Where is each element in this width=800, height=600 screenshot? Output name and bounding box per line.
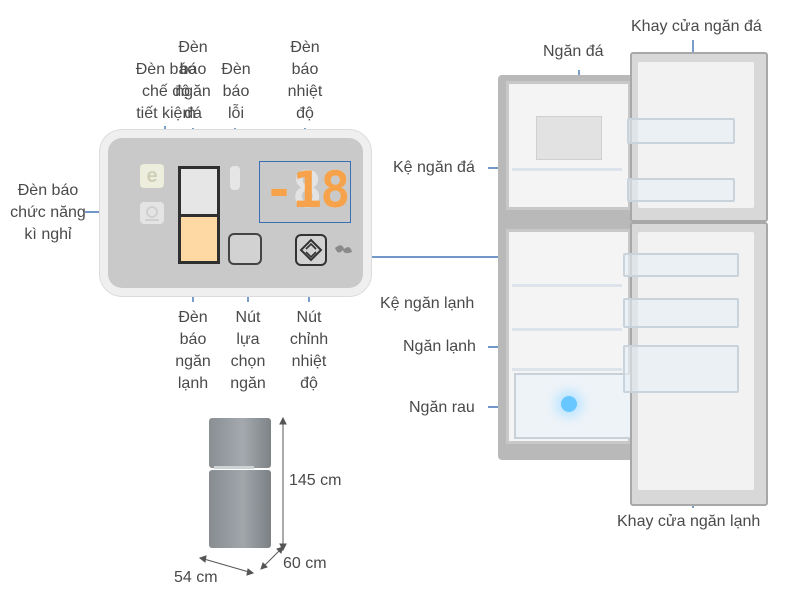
mini-fridge-top	[209, 418, 271, 468]
label-select-button: Nút lựa chọn ngăn	[230, 309, 266, 392]
freezer-cavity	[506, 81, 631, 210]
fridge-door-tray-2	[623, 298, 739, 328]
fridge-door-tray-1	[623, 253, 739, 277]
freezer-door-tray-1	[627, 118, 735, 144]
temperature-adjust-button[interactable]	[295, 234, 327, 266]
dimension-width: 54 cm	[174, 569, 218, 586]
label-freezer: Ngăn đá	[543, 43, 604, 60]
freezer-shelf	[512, 168, 622, 171]
freezer-door-tray-2	[627, 178, 735, 202]
label-error-indicator: Đèn báo lỗi	[221, 61, 251, 122]
label-ice-indicator: Đèn báo ngăn đá	[175, 39, 211, 122]
indicator-divider	[178, 214, 220, 217]
freezer-fan-cover	[536, 116, 602, 160]
label-temp-indicator: Đèn báo nhiệt độ	[287, 39, 323, 122]
holiday-icon	[145, 206, 159, 221]
fridge-compartment-led	[178, 217, 220, 264]
holiday-mode-led	[140, 202, 164, 224]
label-vegetable-drawer: Ngăn rau	[409, 399, 475, 416]
up-down-arrow-icon	[299, 238, 323, 262]
label-holiday-mode: Đèn báo chức năng kì nghỉ	[10, 182, 86, 243]
digit-ghost: -88	[264, 161, 350, 219]
label-freezer-shelf: Kệ ngăn đá	[393, 159, 475, 176]
label-fridge-indicator: Đèn báo ngăn lạnh	[175, 309, 211, 392]
mini-fridge-bottom	[209, 470, 271, 548]
label-fridge-shelf: Kệ ngăn lạnh	[380, 295, 475, 312]
fridge-shelf-3	[512, 368, 622, 371]
error-led	[230, 166, 240, 190]
label-temp-button: Nút chỉnh nhiệt độ	[289, 309, 329, 392]
fridge-door-tray-3	[623, 345, 739, 393]
eco-mode-led: e	[140, 164, 164, 188]
label-freezer-door-tray: Khay cửa ngăn đá	[631, 18, 762, 35]
label-fridge-door-tray: Khay cửa ngăn lạnh	[617, 513, 761, 530]
compartment-select-button[interactable]	[228, 233, 262, 265]
digit-active: -18	[264, 161, 350, 219]
ice-compartment-led	[178, 166, 220, 217]
blue-light	[561, 396, 577, 412]
label-fridge-compartment: Ngăn lạnh	[403, 338, 476, 355]
temperature-display: -88 -18	[259, 161, 351, 223]
fan-icon	[335, 245, 352, 254]
mini-fridge-handle	[214, 466, 254, 469]
fridge-shelf-2	[512, 328, 622, 331]
label-eco-mode: Đèn báo chế độ tiết kiệm	[135, 61, 197, 122]
dimension-depth: 60 cm	[283, 555, 327, 572]
fridge-shelf-1	[512, 284, 622, 287]
dimension-height: 145 cm	[289, 472, 342, 489]
